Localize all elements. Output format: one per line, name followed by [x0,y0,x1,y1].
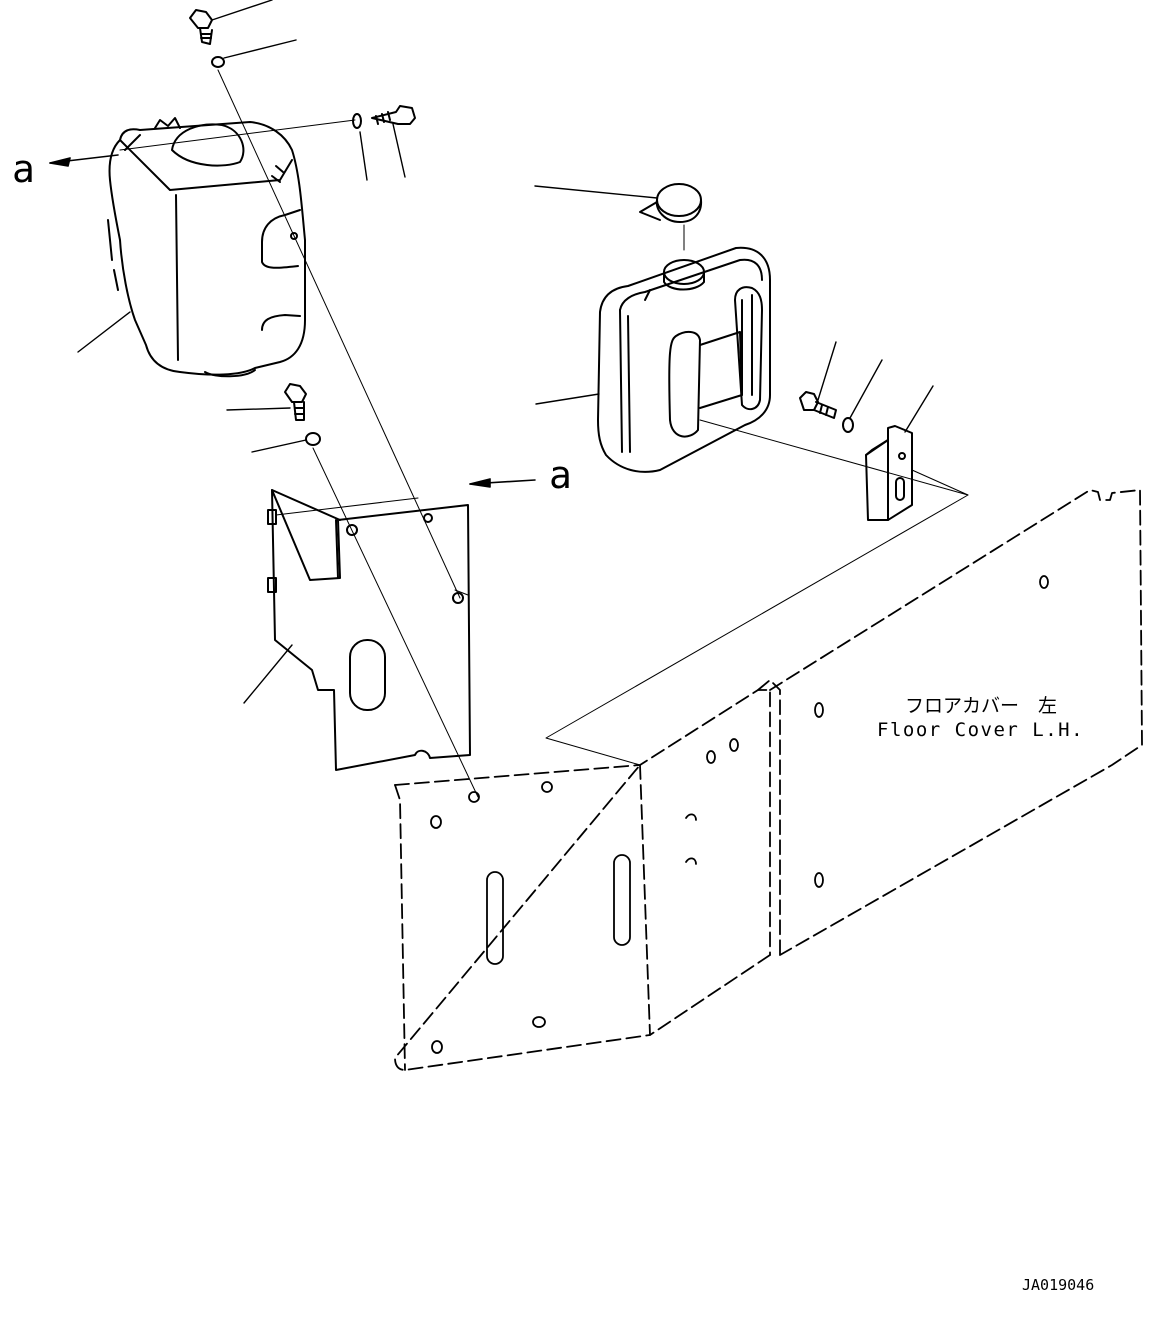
floor-cover-label-en: Floor Cover L.H. [877,719,1084,741]
bolt-side [371,105,416,125]
bolt-top [189,9,213,45]
tank-bracket [865,425,913,521]
reservoir-tank [597,246,771,473]
floor-cover [394,489,1143,1071]
washer-top [211,56,225,68]
leader-lines [77,0,934,704]
drawing-id: JA019046 [1022,1276,1094,1294]
section-label-mid: a [549,453,572,497]
floor-cover-label-jp: フロアカバー 左 [905,695,1057,717]
bracket-plate [267,489,471,771]
bolt-tank [799,391,837,419]
nut-tank [842,417,854,433]
section-label-top: a [12,147,35,191]
floor-cover-holes [430,575,1049,1054]
section-arrow-top [49,154,119,167]
section-arrow-mid [469,478,536,488]
alignment-lines [119,69,969,798]
outer-cover [107,117,306,378]
washer-mid [305,432,321,446]
bolt-mid [284,383,307,421]
washer-side [352,113,362,129]
reservoir-cap [639,183,703,223]
